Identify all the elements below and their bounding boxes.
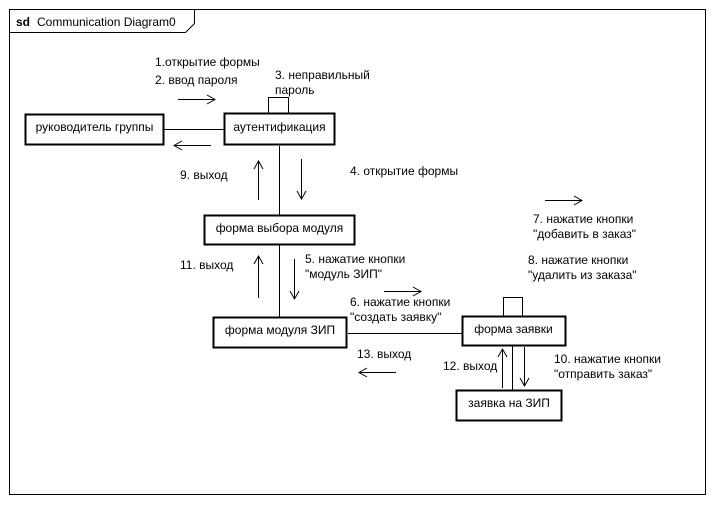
msg-13-label: 13. выход	[357, 347, 411, 361]
arrow-msg-12-up	[497, 347, 508, 388]
msg-3-label-line2: пароль	[275, 83, 315, 97]
object-forma-vybora-modulya[interactable]: форма выбора модуля	[203, 214, 356, 246]
self-link-forma-zayavki	[503, 297, 523, 316]
self-link-autentifikatsiya	[268, 97, 289, 113]
object-zayavka-na-zip-label: заявка на ЗИП	[468, 396, 550, 410]
arrow-msg-9-up	[253, 159, 264, 200]
msg-8-label-line2: "удалить из заказа"	[528, 268, 637, 282]
arrow-msg-4-down	[296, 159, 307, 201]
msg-2-label: 2. ввод пароля	[155, 73, 237, 87]
msg-10-label-line2: "отправить заказ"	[554, 367, 652, 381]
object-autentifikatsiya[interactable]: аутентификация	[223, 112, 336, 146]
msg-10-label-line1: 10. нажатие кнопки	[554, 352, 661, 366]
arrow-msg-6-right	[384, 286, 423, 297]
object-forma-zayavki[interactable]: форма заявки	[461, 315, 567, 347]
arrow-msg-7-8-right	[545, 195, 584, 206]
msg-1-label: 1.открытие формы	[155, 55, 260, 69]
frame-kind-label: sd	[16, 15, 30, 29]
arrow-msg-9-left	[172, 140, 211, 151]
msg-11-label: 11. выход	[180, 258, 233, 272]
msg-6-label-line1: 6. нажатие кнопки	[350, 295, 450, 309]
msg-5-label-line1: 5. нажатие кнопки	[305, 252, 405, 266]
object-forma-modulya-zip[interactable]: форма модуля ЗИП	[212, 316, 348, 349]
msg-9-label: 9. выход	[180, 168, 228, 182]
msg-7-label-line2: "добавить в заказ"	[533, 227, 636, 241]
diagram-frame	[9, 9, 706, 495]
arrow-msg-10-down	[519, 347, 530, 388]
arrow-msg-5-down	[289, 259, 300, 301]
msg-7-label-line1: 7. нажатие кнопки	[533, 212, 633, 226]
object-rukovoditel-gruppy[interactable]: руководитель группы	[24, 113, 165, 146]
msg-3-label-line1: 3. неправильный	[275, 68, 370, 82]
arrow-msg-1-2	[178, 94, 217, 105]
msg-4-label: 4. открытие формы	[350, 164, 458, 178]
arrow-msg-13-left	[357, 367, 396, 378]
arrow-msg-11-up	[253, 254, 264, 298]
object-forma-zayavki-label: форма заявки	[474, 322, 552, 336]
msg-6-label-line2: "создать заявку"	[350, 310, 441, 324]
object-forma-modulya-zip-label: форма модуля ЗИП	[225, 323, 335, 337]
frame-title: Communication Diagram0	[37, 15, 176, 29]
object-forma-vybora-modulya-label: форма выбора модуля	[216, 221, 344, 235]
msg-5-label-line2: "модуль ЗИП"	[305, 267, 382, 281]
object-rukovoditel-gruppy-label: руководитель группы	[36, 120, 154, 134]
msg-8-label-line1: 8. нажатие кнопки	[528, 253, 628, 267]
object-autentifikatsiya-label: аутентификация	[233, 120, 325, 134]
object-zayavka-na-zip[interactable]: заявка на ЗИП	[455, 389, 563, 422]
msg-12-label: 12. выход	[443, 359, 497, 373]
frame-name-tab	[9, 9, 195, 33]
